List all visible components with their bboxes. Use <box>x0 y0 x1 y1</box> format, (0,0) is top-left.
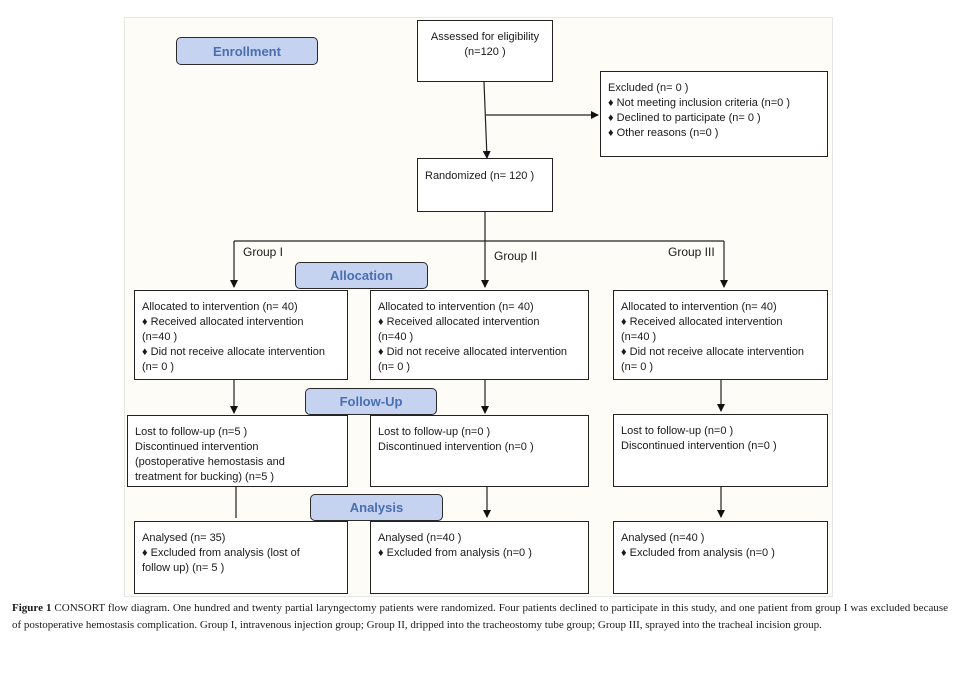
allocation-line: (n=40 ) <box>142 331 178 343</box>
followup-line: Lost to follow-up (n=0 ) <box>378 426 491 438</box>
followup-line: Discontinued intervention <box>135 441 259 453</box>
allocation-line: ♦ Did not receive allocate intervention <box>142 346 325 358</box>
allocation-line: Allocated to intervention (n= 40) <box>378 301 534 313</box>
followup-line: treatment for bucking) (n=5 ) <box>135 471 275 483</box>
randomized-box: Randomized (n= 120 ) <box>417 158 553 212</box>
allocation-line: ♦ Received allocated intervention <box>378 316 540 328</box>
allocation-line: ♦ Received allocated intervention <box>621 316 783 328</box>
allocation-box-group-1: Allocated to intervention (n= 40) ♦ Rece… <box>134 290 348 380</box>
followup-line: Discontinued intervention (n=0 ) <box>378 441 534 453</box>
followup-line: Lost to follow-up (n=0 ) <box>621 425 734 437</box>
analysis-line: Analysed (n= 35) <box>142 532 226 544</box>
analysis-box-group-1: Analysed (n= 35) ♦ Excluded from analysi… <box>134 521 348 594</box>
assessed-label: Assessed for eligibility <box>430 31 540 43</box>
randomized-label: Randomized (n= 120 ) <box>425 170 535 182</box>
caption-label: Figure 1 <box>12 602 52 614</box>
group-2-label: Group II <box>494 249 538 263</box>
group-3-label: Group III <box>668 245 715 259</box>
analysis-line: Analysed (n=40 ) <box>621 532 705 544</box>
figure-caption: Figure 1 CONSORT flow diagram. One hundr… <box>12 600 948 634</box>
excluded-item: ♦ Declined to participate (n= 0 ) <box>608 112 761 124</box>
allocation-line: Allocated to intervention (n= 40) <box>621 301 777 313</box>
followup-box-group-1: Lost to follow-up (n=5 ) Discontinued in… <box>127 415 348 487</box>
excluded-box: Excluded (n= 0 ) ♦ Not meeting inclusion… <box>600 71 828 157</box>
allocation-line: ♦ Did not receive allocated intervention <box>378 346 568 358</box>
followup-line: Lost to follow-up (n=5 ) <box>135 426 248 438</box>
followup-stage-label: Follow-Up <box>305 388 437 415</box>
allocation-line: Allocated to intervention (n= 40) <box>142 301 298 313</box>
caption-text: CONSORT flow diagram. One hundred and tw… <box>12 602 948 631</box>
followup-line: Discontinued intervention (n=0 ) <box>621 440 777 452</box>
enrollment-stage-label: Enrollment <box>176 37 318 65</box>
allocation-line: (n=40 ) <box>378 331 414 343</box>
analysis-box-group-2: Analysed (n=40 ) ♦ Excluded from analysi… <box>370 521 589 594</box>
allocation-line: (n= 0 ) <box>621 361 654 373</box>
allocation-line: (n= 0 ) <box>142 361 175 373</box>
analysis-line: ♦ Excluded from analysis (n=0 ) <box>378 547 532 559</box>
analysis-line: ♦ Excluded from analysis (lost of <box>142 547 300 559</box>
analysis-box-group-3: Analysed (n=40 ) ♦ Excluded from analysi… <box>613 521 828 594</box>
excluded-title: Excluded (n= 0 ) <box>608 82 689 94</box>
allocation-line: ♦ Did not receive allocate intervention <box>621 346 804 358</box>
analysis-line: follow up) (n= 5 ) <box>142 562 225 574</box>
followup-box-group-2: Lost to follow-up (n=0 ) Discontinued in… <box>370 415 589 487</box>
allocation-box-group-3: Allocated to intervention (n= 40) ♦ Rece… <box>613 290 828 380</box>
excluded-item: ♦ Other reasons (n=0 ) <box>608 127 719 139</box>
group-1-label: Group I <box>243 245 284 259</box>
analysis-line: ♦ Excluded from analysis (n=0 ) <box>621 547 775 559</box>
analysis-line: Analysed (n=40 ) <box>378 532 462 544</box>
assessed-box: Assessed for eligibility (n=120 ) <box>417 20 553 82</box>
assessed-count: (n=120 ) <box>464 46 506 58</box>
excluded-item: ♦ Not meeting inclusion criteria (n=0 ) <box>608 97 790 109</box>
allocation-box-group-2: Allocated to intervention (n= 40) ♦ Rece… <box>370 290 589 380</box>
allocation-stage-label: Allocation <box>295 262 428 289</box>
allocation-line: (n= 0 ) <box>378 361 411 373</box>
followup-box-group-3: Lost to follow-up (n=0 ) Discontinued in… <box>613 414 828 487</box>
followup-line: (postoperative hemostasis and <box>135 456 285 468</box>
analysis-stage-label: Analysis <box>310 494 443 521</box>
allocation-line: (n=40 ) <box>621 331 657 343</box>
allocation-line: ♦ Received allocated intervention <box>142 316 304 328</box>
